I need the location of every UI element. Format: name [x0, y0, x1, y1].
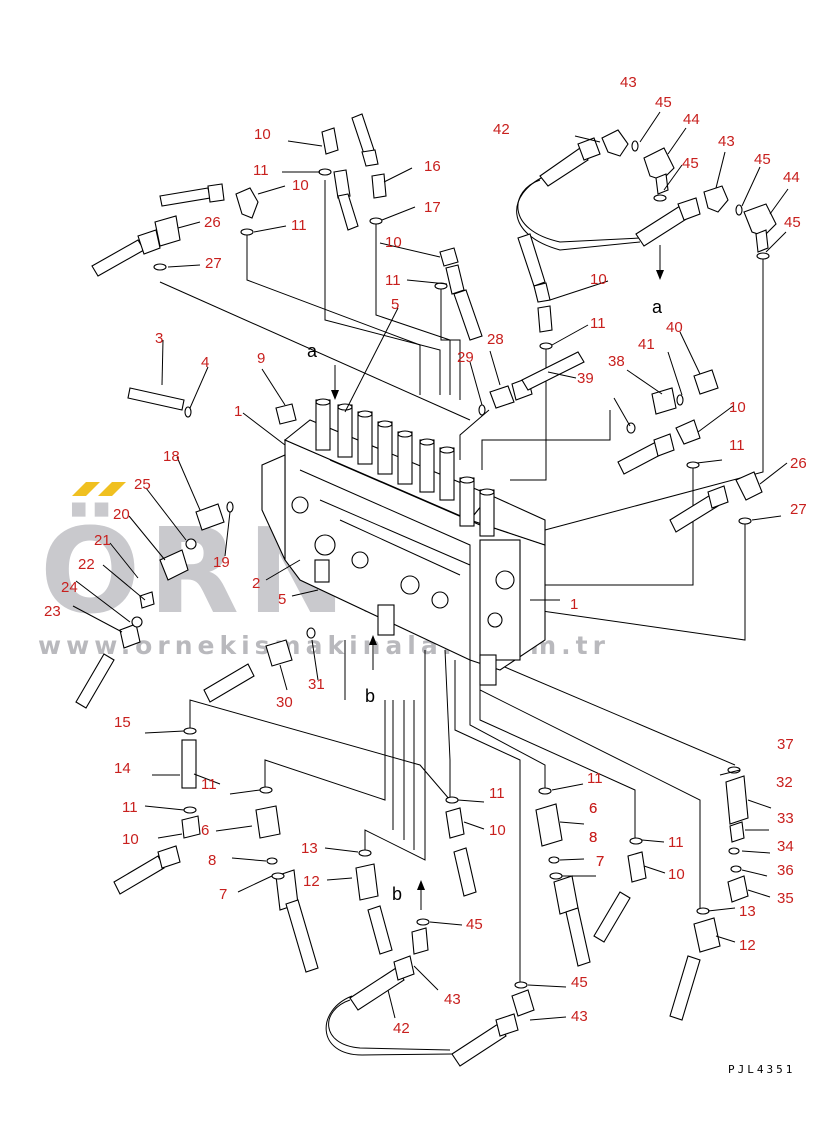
callout-label: 43	[718, 133, 735, 150]
callout-label: 5	[278, 591, 286, 608]
callout-label: 11	[122, 799, 138, 816]
callout-label: 27	[790, 501, 807, 518]
callout-label: 37	[777, 736, 794, 753]
callout-label: 13	[301, 840, 318, 857]
callout-label: 1	[570, 596, 578, 613]
callout-label: 11	[489, 785, 505, 802]
callout-label: 43	[444, 991, 461, 1008]
callout-label: 8	[589, 829, 597, 846]
watermark-accent-2	[98, 482, 126, 496]
callout-label: 11	[291, 217, 307, 234]
callout-label: 34	[777, 838, 794, 855]
callout-label: 6	[201, 822, 209, 839]
callout-label: 25	[134, 476, 151, 493]
callout-label: 6	[589, 800, 597, 817]
callout-label: 10	[254, 126, 271, 143]
callout-label: 3	[155, 330, 163, 347]
callout-label: 11	[253, 162, 269, 179]
callout-label: 38	[608, 353, 625, 370]
callout-label: 14	[114, 760, 131, 777]
view-marker-a-left: a	[307, 341, 318, 361]
callout-label: 10	[489, 822, 506, 839]
callout-label: 13	[739, 903, 756, 920]
watermark-accent-1	[72, 482, 100, 496]
view-marker-b-center: b	[365, 686, 375, 706]
view-marker-b-bottom: b	[392, 884, 402, 904]
callout-label: 16	[424, 158, 441, 175]
callout-label: 39	[577, 370, 594, 387]
callout-label: 4	[201, 354, 209, 371]
callout-label: 33	[777, 810, 794, 827]
callout-label: 21	[94, 532, 111, 549]
callout-label: 45	[682, 155, 699, 172]
callout-label: 18	[163, 448, 180, 465]
callout-label: 26	[204, 214, 221, 231]
callout-label: 11	[590, 315, 606, 332]
callout-label: 45	[655, 94, 672, 111]
callout-label: 26	[790, 455, 807, 472]
callout-label: 35	[777, 890, 794, 907]
callout-label: 42	[493, 121, 510, 138]
callout-label: 27	[205, 255, 222, 272]
callout-label: 43	[620, 74, 637, 91]
callout-label: 31	[308, 676, 325, 693]
callout-label: 19	[213, 554, 230, 571]
callout-label: 11	[668, 834, 684, 851]
callout-label: 10	[668, 866, 685, 883]
callout-label: 2	[252, 575, 260, 592]
callout-label: 44	[683, 111, 700, 128]
callout-label: 32	[776, 774, 793, 791]
callout-label: 43	[571, 1008, 588, 1025]
drawing-code: PJL4351	[728, 1063, 795, 1076]
callout-label: 22	[78, 556, 95, 573]
callout-label: 24	[61, 579, 78, 596]
callout-label: 8	[208, 852, 216, 869]
callout-label: 1	[234, 403, 242, 420]
callout-label: 45	[754, 151, 771, 168]
callout-label: 7	[596, 853, 604, 870]
callout-label: 45	[571, 974, 588, 991]
callout-label: 45	[466, 916, 483, 933]
callout-label: 30	[276, 694, 293, 711]
callout-label: 11	[587, 770, 603, 787]
callout-label: 10	[122, 831, 139, 848]
callout-label: 9	[257, 350, 265, 367]
callout-label: 10	[292, 177, 309, 194]
callout-label: 7	[596, 853, 604, 870]
callout-label: 12	[739, 937, 756, 954]
callout-label: 40	[666, 319, 683, 336]
callout-label: 10	[385, 234, 402, 251]
callout-labels: 1 1 2 3 4 5 5 6 6 6 7 7 7 8 8 8 9 10 10 …	[44, 74, 807, 1037]
callout-label: 6	[589, 800, 597, 817]
callout-label: 10	[729, 399, 746, 416]
callout-label: 15	[114, 714, 131, 731]
callout-label: 7	[219, 886, 227, 903]
callout-label: 11	[201, 776, 217, 793]
piping-lines	[159, 175, 764, 1056]
callout-label: 41	[638, 336, 655, 353]
callout-label: 8	[589, 829, 597, 846]
callout-label: 36	[777, 862, 794, 879]
callout-label: 17	[424, 199, 441, 216]
callout-label: 20	[113, 506, 130, 523]
callout-label: 28	[487, 331, 504, 348]
callout-label: 45	[784, 214, 801, 231]
callout-label: 5	[391, 296, 399, 313]
callout-leaders	[72, 111, 789, 1021]
callout-label: 11	[385, 272, 401, 289]
callout-label: 10	[590, 271, 607, 288]
callout-label: 11	[729, 437, 745, 454]
callout-label: 12	[303, 873, 320, 890]
callout-label: 23	[44, 603, 61, 620]
callout-label: 29	[457, 349, 474, 366]
fittings	[75, 113, 777, 1067]
control-valve-assembly	[261, 398, 546, 686]
callout-label: 42	[393, 1020, 410, 1037]
view-marker-a-right: a	[652, 297, 663, 317]
callout-label: 44	[783, 169, 800, 186]
